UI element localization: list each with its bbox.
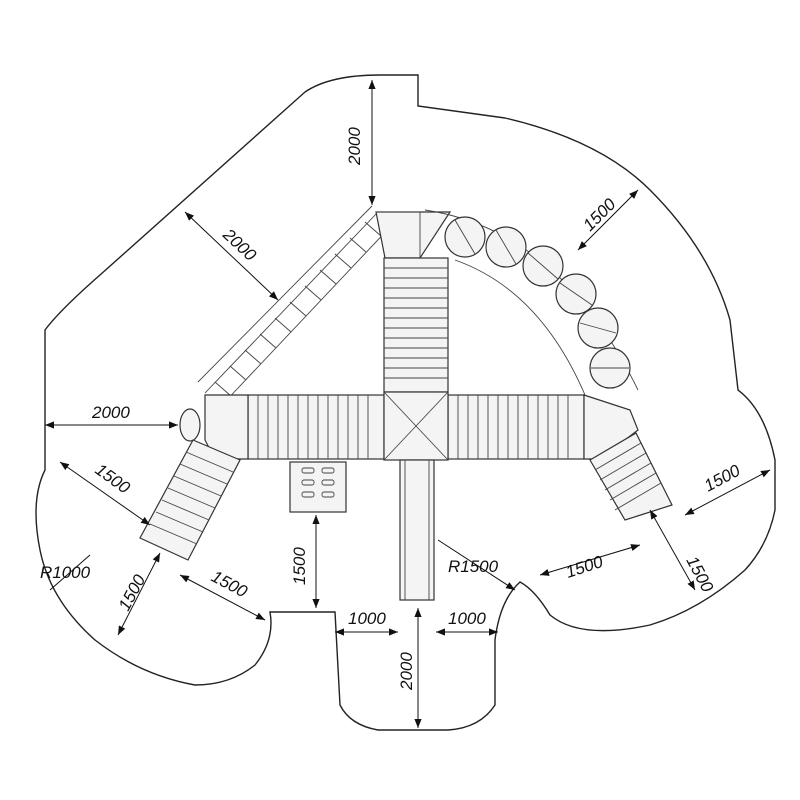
left-end-platform: [179, 394, 249, 460]
top-stairs: [383, 257, 449, 393]
dim-center-radius: R1500: [448, 557, 499, 576]
dim-left-diagonal-upper: 1500: [92, 460, 134, 498]
diagonal-ladder: [197, 205, 393, 406]
dim-upper-left-diagonal: 2000: [219, 224, 261, 265]
dim-bottom-right-width: 1000: [448, 609, 486, 628]
curved-disc-walk: [424, 209, 639, 396]
left-lower-stairs: [139, 439, 241, 561]
dim-center-vertical: 1500: [290, 547, 309, 585]
dimension-lines: [45, 80, 771, 728]
dim-bottom-left-width: 1000: [348, 609, 386, 628]
dim-left-diagonal-lower: 1500: [115, 571, 150, 614]
climbing-panel: [289, 461, 347, 513]
dim-left-horizontal: 2000: [91, 403, 130, 422]
dim-lower-right-diagonal: 1500: [563, 552, 605, 582]
dim-right-diagonal: 1500: [701, 461, 744, 496]
dim-left-radius: R1000: [40, 563, 91, 582]
dim-right-vertical-diagonal: 1500: [682, 553, 717, 596]
top-frame: [375, 211, 452, 259]
central-platform: [383, 391, 449, 461]
horizontal-bridge: [247, 394, 585, 460]
safety-zone-outline: [35, 74, 776, 731]
right-lower-stairs: [589, 432, 673, 521]
dim-top-vertical: 2000: [345, 127, 364, 166]
dim-lower-left-diagonal: 1500: [208, 567, 251, 602]
slide: [399, 459, 435, 601]
dim-bottom-vertical: 2000: [397, 652, 416, 691]
